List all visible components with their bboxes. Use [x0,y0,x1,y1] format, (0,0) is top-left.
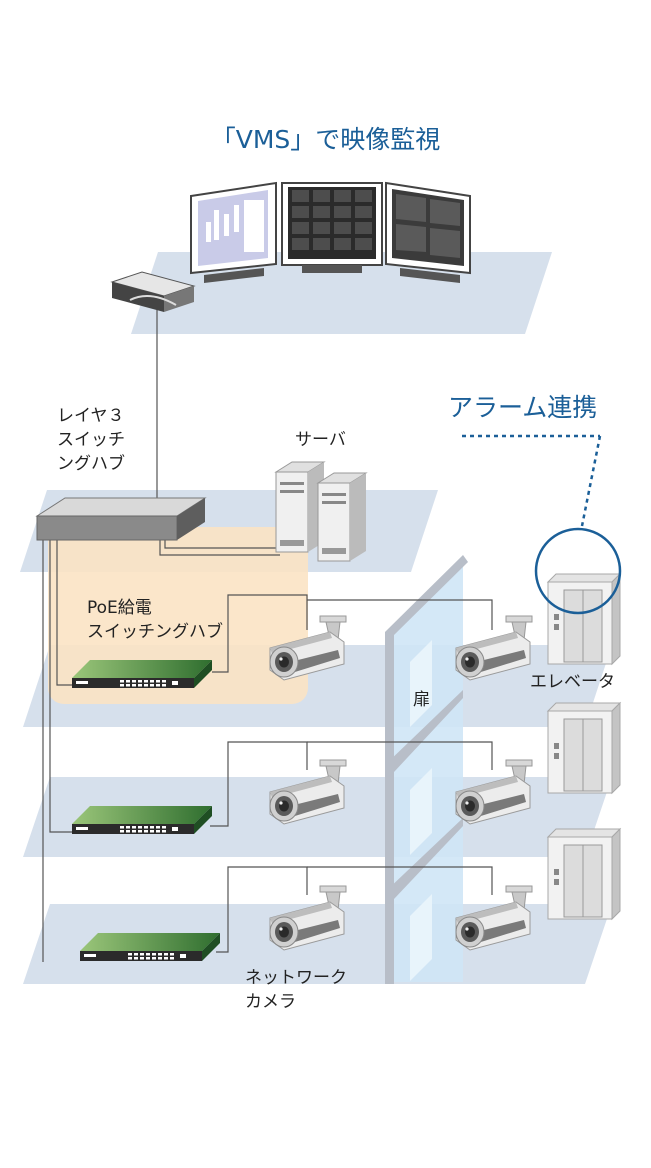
poe-highlight-zone [48,527,308,704]
l3-switch-icon [35,497,207,541]
server-label: サーバ [295,430,346,450]
monitor-icon [190,181,471,283]
door-label: 扉 [413,690,430,710]
alarm-link [462,434,622,615]
elevator-icon [547,573,621,920]
camera-label: ネットワーク カメラ [245,968,347,1012]
nvr-icon [110,271,196,312]
l3-switch-label: レイヤ３ スイッチ ングハブ [57,406,125,474]
door-icon [385,555,468,984]
poe-switch-label: PoE給電 スイッチングハブ [87,598,223,642]
alarm-label: アラーム連携 [448,393,598,422]
server-icon [274,461,368,562]
diagram-title: 「VMS」で映像監視 [210,125,441,154]
cabling [42,310,493,962]
elevator-label: エレベータ [530,672,615,692]
